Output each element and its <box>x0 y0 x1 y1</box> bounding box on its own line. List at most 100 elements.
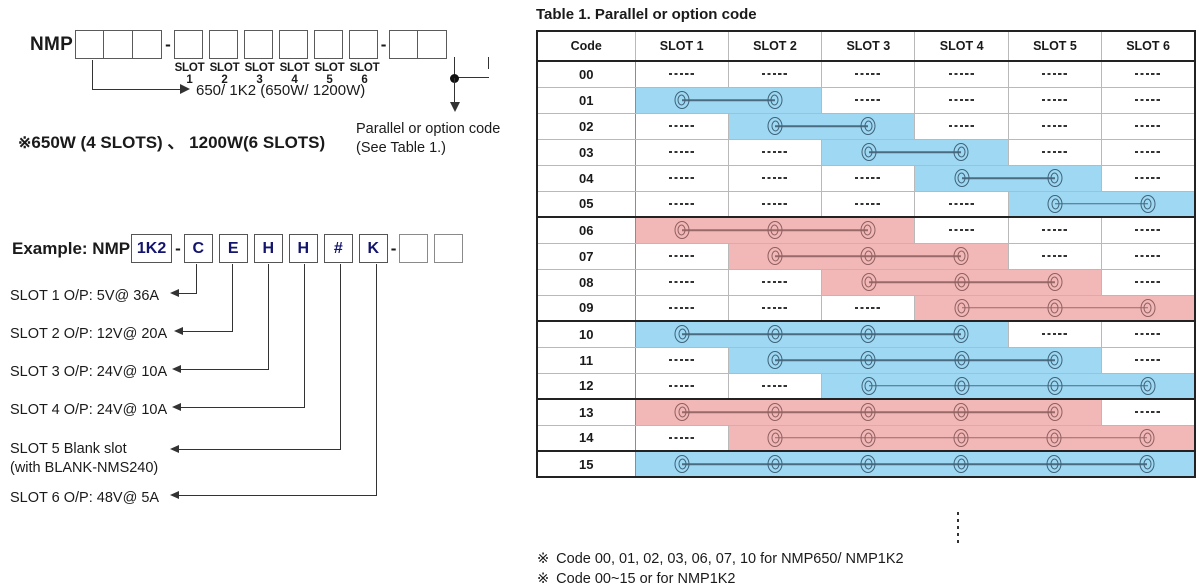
slot-box-4[interactable] <box>278 30 308 59</box>
table-cell-code: 11 <box>536 346 636 374</box>
separator-dash-2: - <box>380 34 387 54</box>
connector-ring-icon <box>860 247 876 265</box>
table-cell-empty <box>914 190 1009 218</box>
slot-box-1[interactable] <box>173 30 203 59</box>
table-cell-empty <box>1101 216 1196 244</box>
empty-marker <box>1009 218 1101 243</box>
connector-ring-icon <box>954 351 970 369</box>
series-box-3[interactable] <box>133 30 163 59</box>
slot-box-5[interactable] <box>313 30 343 59</box>
example-option-box-1[interactable] <box>399 234 429 263</box>
empty-marker <box>822 62 914 87</box>
table-cell-empty <box>634 190 729 218</box>
table-row: 07 <box>536 242 1196 270</box>
empty-marker <box>636 426 728 451</box>
table-cell-empty <box>634 372 729 400</box>
connector-ring-icon <box>860 428 876 447</box>
slot-box-3[interactable] <box>243 30 273 59</box>
option-box-1[interactable] <box>389 30 419 59</box>
option-box-2[interactable] <box>418 30 448 59</box>
example-slot-box-6[interactable]: K <box>358 234 388 263</box>
connector-ring-icon <box>953 325 969 344</box>
empty-marker <box>729 62 821 87</box>
empty-marker <box>636 114 728 139</box>
table-col-slot-6: SLOT 6 <box>1101 30 1196 62</box>
table-cell-empty <box>634 424 729 452</box>
option-code-table-panel: Table 1. Parallel or option code Code SL… <box>533 0 1200 588</box>
connector-ring-icon <box>1047 351 1063 369</box>
empty-marker <box>1009 114 1101 139</box>
table-cell-empty <box>634 164 729 192</box>
example-desc-slot-2: SLOT 2 O/P: 12V@ 20A <box>10 326 168 342</box>
example-separator-2: - <box>390 238 397 258</box>
example-slot-box-3[interactable]: H <box>253 234 283 263</box>
connector-ring-icon <box>767 428 783 447</box>
series-leader-line <box>92 60 192 94</box>
slot-label-6: SLOT 6 <box>349 62 380 86</box>
empty-marker <box>1009 140 1101 165</box>
wattage-note: ※650W (4 SLOTS) 、 1200W(6 SLOTS) <box>18 128 325 153</box>
example-slot-box-2[interactable]: E <box>218 234 248 263</box>
connector-ring-icon <box>861 376 877 395</box>
empty-marker <box>1009 62 1101 87</box>
example-slot-box-1[interactable]: C <box>183 234 213 263</box>
table-cell-empty <box>727 268 823 296</box>
example-option-box-2[interactable] <box>434 234 464 263</box>
table-cell-span-blue <box>634 320 1009 348</box>
table-cell-empty <box>821 164 916 192</box>
slot-box-2[interactable] <box>208 30 238 59</box>
empty-marker <box>915 88 1007 113</box>
connector-ring-icon <box>954 169 970 187</box>
table-cell-empty <box>634 60 729 88</box>
series-box-1[interactable] <box>75 30 105 59</box>
table-cell-empty <box>821 60 916 88</box>
example-desc-slot-5-line2: (with BLANK-NMS240) <box>10 460 159 476</box>
series-box-2[interactable] <box>104 30 134 59</box>
connector-ring-icon <box>1047 298 1063 317</box>
slot-box-6[interactable] <box>348 30 378 59</box>
table-cell-span-pink <box>727 242 1009 270</box>
example-slot-box-5[interactable]: # <box>323 234 353 263</box>
table-col-slot-2: SLOT 2 <box>727 30 823 62</box>
example-slot-box-4[interactable]: H <box>288 234 318 263</box>
table-row: 15 <box>536 450 1196 478</box>
empty-marker <box>1102 270 1194 295</box>
empty-marker <box>1102 244 1194 269</box>
empty-marker <box>1102 88 1194 113</box>
table-row: 13 <box>536 398 1196 426</box>
connector-ring-icon <box>1140 194 1156 213</box>
table-cell-code: 15 <box>536 450 636 478</box>
table-cell-code: 01 <box>536 86 636 114</box>
empty-marker <box>1009 88 1101 113</box>
table-col-slot-4: SLOT 4 <box>914 30 1009 62</box>
empty-marker <box>1102 400 1194 425</box>
connector-ring-icon <box>674 455 690 473</box>
table-cell-empty <box>1101 242 1196 270</box>
connector-ring-icon <box>1047 273 1063 291</box>
table-cell-empty <box>821 294 916 322</box>
example-desc-slot-1: SLOT 1 O/P: 5V@ 36A <box>10 288 160 304</box>
connector-ring-icon <box>1139 428 1155 447</box>
wattage-note-text: 650W (4 SLOTS) 、 1200W(6 SLOTS) <box>31 133 326 152</box>
empty-marker <box>636 166 728 191</box>
table-cell-empty <box>1007 60 1103 88</box>
table-cell-empty <box>1007 112 1103 140</box>
connector-ring-icon <box>674 221 690 240</box>
connector-ring-icon <box>860 403 876 422</box>
footnote-2-symbol-icon: ※ <box>537 571 550 587</box>
example-series-box[interactable]: 1K2 <box>131 234 173 263</box>
connector-ring-icon <box>1047 403 1063 422</box>
connector-ring-icon <box>767 403 783 422</box>
connector-ring-icon <box>953 428 969 447</box>
option-leader-line <box>436 57 506 127</box>
table-col-slot-5: SLOT 5 <box>1007 30 1103 62</box>
table-cell-span-blue <box>634 86 823 114</box>
table-cell-empty <box>1101 86 1196 114</box>
table-row: 05 <box>536 190 1196 218</box>
connector-ring-icon <box>953 143 969 161</box>
empty-marker <box>636 374 728 399</box>
table-cell-empty <box>727 372 823 400</box>
empty-marker <box>915 62 1007 87</box>
empty-marker <box>1009 322 1101 347</box>
